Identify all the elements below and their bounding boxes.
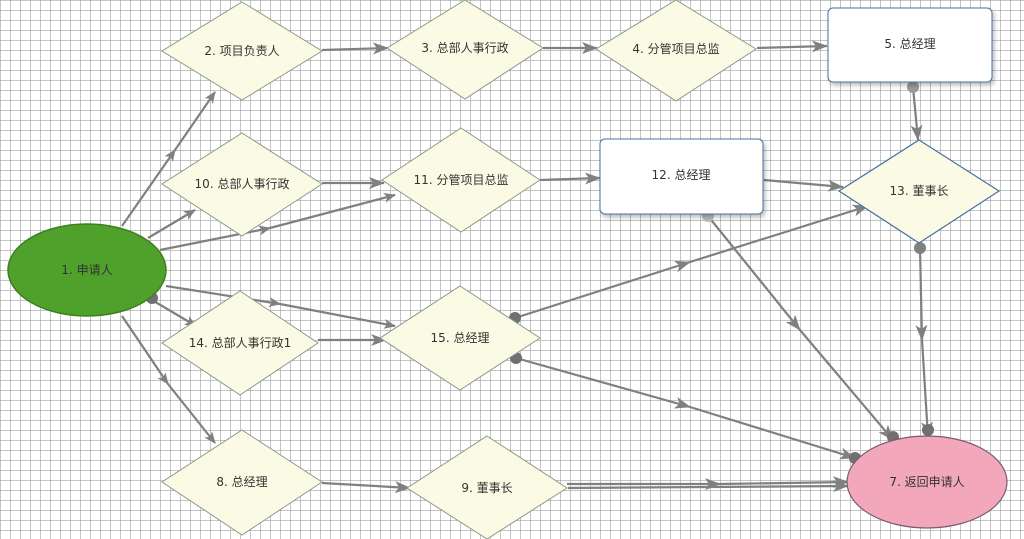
node-3[interactable]: 3. 总部人事行政 — [386, 0, 544, 100]
edge-1-to-14[interactable] — [151, 299, 197, 327]
node-3-label: 3. 总部人事行政 — [421, 40, 508, 55]
node-5-box — [827, 7, 993, 83]
node-8[interactable]: 8. 总经理 — [161, 429, 323, 536]
node-7-label: 7. 返回申请人 — [889, 475, 964, 489]
edge-13-to-7[interactable] — [915, 247, 934, 438]
edge-11-to-12[interactable] — [539, 172, 601, 185]
node-15[interactable]: 15. 总经理 — [379, 285, 541, 391]
node-8-diamond — [161, 429, 323, 536]
node-4[interactable]: 4. 分管项目总监 — [595, 0, 757, 102]
node-12[interactable]: 12. 总经理 — [599, 138, 764, 215]
edge-15-to-13[interactable] — [514, 204, 869, 320]
node-7[interactable]: 7. 返回申请人 — [846, 435, 1008, 529]
node-9-label: 9. 董事长 — [461, 481, 512, 495]
node-11-label: 11. 分管项目总监 — [414, 172, 509, 187]
start-node-shape — [7, 223, 167, 317]
node-13[interactable]: 13. 董事长 — [837, 139, 1001, 244]
node-13-label: 13. 董事长 — [890, 184, 949, 198]
edge-5-to-13[interactable] — [910, 86, 923, 141]
node-11[interactable]: 11. 分管项目总监 — [381, 127, 541, 233]
node-2[interactable]: 2. 项目负责人 — [161, 1, 323, 101]
node-15-label: 15. 总经理 — [431, 331, 490, 345]
node-4-label: 4. 分管项目总监 — [632, 41, 719, 56]
node-14[interactable]: 14. 总部人事行政1 — [161, 290, 319, 396]
edge-9-to-7[interactable] — [567, 476, 849, 491]
edge-1-to-2[interactable] — [121, 91, 216, 227]
node-9-diamond — [406, 435, 568, 539]
node-2-label: 2. 项目负责人 — [204, 44, 279, 58]
edge-1-to-8[interactable] — [121, 315, 216, 444]
edge-15-to-7[interactable] — [515, 356, 856, 460]
connector-dot — [914, 242, 926, 254]
edge-1-to-10[interactable] — [147, 209, 196, 239]
node-4-diamond — [595, 0, 757, 102]
node-2-diamond — [161, 1, 323, 101]
edge-1-to-11[interactable] — [159, 192, 396, 252]
node-1-label: 1. 申请人 — [61, 263, 112, 277]
node-13-diamond — [837, 139, 1001, 244]
node-10-label: 10. 总部人事行政 — [195, 176, 290, 191]
node-12-label: 12. 总经理 — [652, 168, 711, 182]
end-node-shape — [846, 435, 1008, 529]
node-5-label: 5. 总经理 — [884, 37, 935, 51]
edge-1-to-15[interactable] — [165, 284, 396, 329]
node-3-diamond — [386, 0, 544, 100]
node-8-label: 8. 总经理 — [216, 475, 267, 489]
edge-4-to-5[interactable] — [756, 40, 828, 53]
node-14-diamond — [161, 290, 319, 396]
edges — [121, 40, 934, 494]
node-5[interactable]: 5. 总经理 — [827, 7, 993, 83]
node-11-diamond — [381, 127, 541, 233]
node-14-label: 14. 总部人事行政1 — [189, 335, 292, 350]
connector-dot — [922, 424, 934, 436]
node-9[interactable]: 9. 董事长 — [406, 435, 568, 539]
edge-12-to-13[interactable] — [763, 178, 844, 192]
node-10[interactable]: 10. 总部人事行政 — [161, 132, 323, 237]
connector-dot — [907, 81, 919, 93]
edge-12-to-7[interactable] — [707, 215, 894, 441]
edge-8-to-9[interactable] — [321, 481, 411, 494]
node-12-box — [599, 138, 764, 215]
edge-2-to-3[interactable] — [321, 42, 389, 55]
node-10-diamond — [161, 132, 323, 237]
edge-9-to-7b[interactable] — [567, 480, 849, 493]
node-1[interactable]: 1. 申请人 — [7, 223, 167, 317]
node-15-diamond — [379, 285, 541, 391]
